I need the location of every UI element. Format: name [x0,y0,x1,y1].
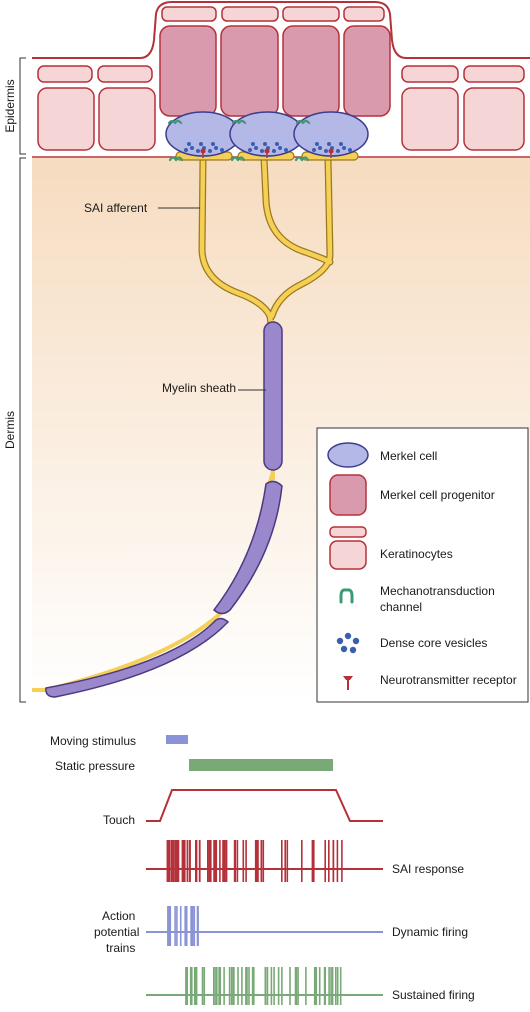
legend-mechano-label-2: channel [380,600,422,614]
legend-merkel-swatch [327,442,369,468]
ap-label-2: potential [94,925,139,939]
moving-stimulus-bar [166,735,188,744]
sai-afferent-branches [198,154,334,328]
myelin-sheath-label: Myelin sheath [162,381,236,395]
mechano-channels [167,119,311,162]
dynamic-firing-spikes [167,906,199,946]
moving-stimulus-label: Moving stimulus [50,734,136,748]
dynamic-firing-label: Dynamic firing [392,925,468,939]
static-pressure-bar [189,759,333,771]
legend-receptor-label: Neurotransmitter receptor [380,673,517,687]
legend-vesicles-label: Dense core vesicles [380,636,487,650]
keratinocytes-top [161,6,385,22]
touch-trace [146,789,383,822]
ap-label-1: Action [102,909,135,923]
legend-mechano-icon [339,588,354,604]
receptors [200,148,334,158]
legend-keratinocyte-swatch [329,540,367,570]
sai-afferent-label: SAI afferent [84,201,148,215]
legend-keratinocyte-label: Keratinocytes [380,547,453,561]
keratinocytes-right [401,65,525,151]
skin-surface [32,0,530,59]
legend-keratinocyte-swatch-top [329,526,367,538]
layer-brackets [19,57,26,703]
legend-progenitor-swatch [329,474,367,516]
legend-mechano-label-1: Mechanotransduction [380,584,495,598]
sai-response-spikes [166,840,343,882]
dense-core-vesicles [184,142,352,153]
touch-label: Touch [103,813,135,827]
dermis-label: Dermis [3,411,17,449]
sustained-firing-spikes [185,967,342,1005]
keratinocytes-left [37,65,156,151]
sustained-firing-label: Sustained firing [392,988,475,1002]
legend-merkel-label: Merkel cell [380,449,437,463]
legend-progenitor-label: Merkel cell progenitor [380,488,495,502]
sai-response-label: SAI response [392,862,464,876]
merkel-cells [165,111,369,157]
static-pressure-label: Static pressure [55,759,135,773]
myelin-sheath [45,321,283,698]
epidermis-label: Epidermis [3,79,17,132]
legend-receptor-icon [343,676,353,690]
merkel-progenitors [159,25,391,117]
legend-vesicles-icon [336,632,360,654]
ap-label-3: trains [106,941,135,955]
